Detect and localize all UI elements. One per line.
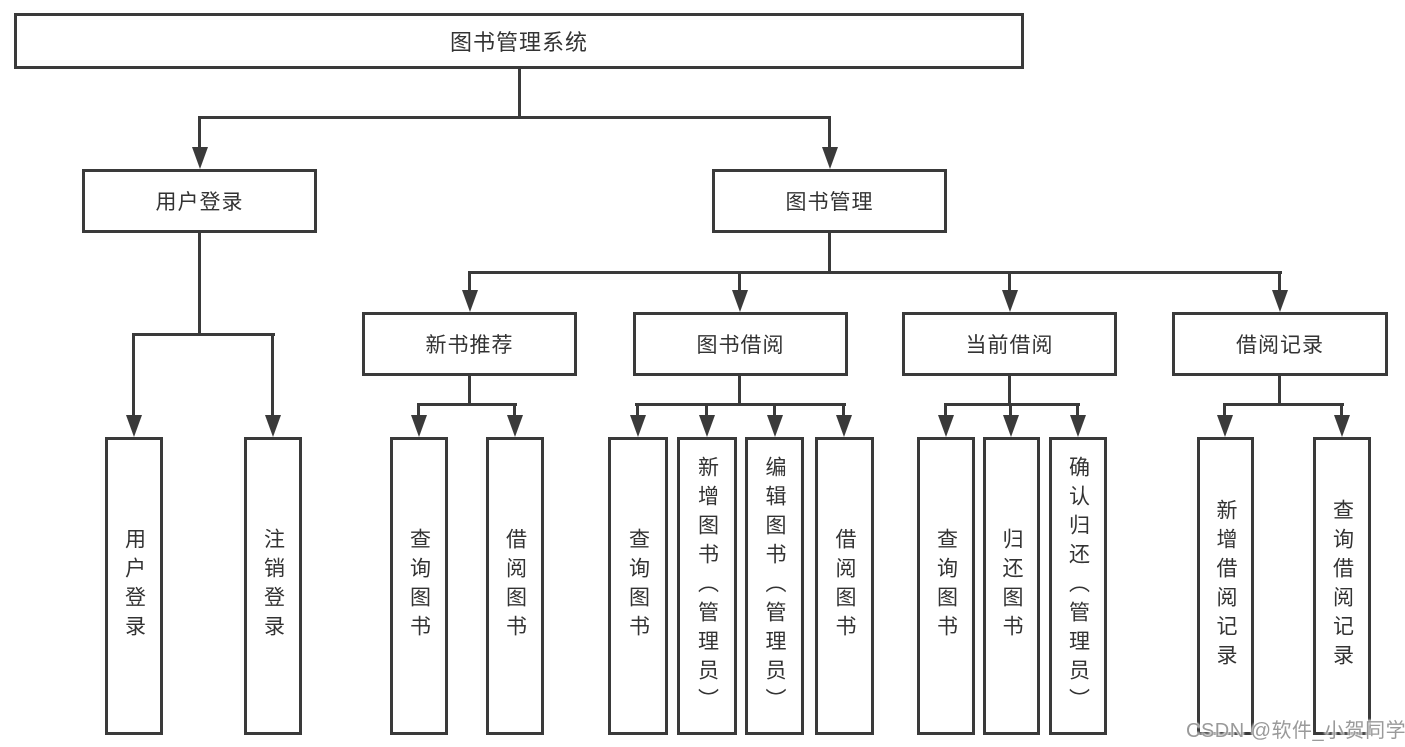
node-user-login: 用户登录 xyxy=(82,169,317,233)
leaf-add-borrow-record: 新增借阅记录 xyxy=(1197,437,1254,735)
node-label: 新书推荐 xyxy=(425,334,514,357)
connector-line xyxy=(1076,403,1079,420)
connector-line xyxy=(198,232,201,335)
leaf-label: 编辑图书（管理员） xyxy=(763,455,786,717)
leaf-label: 借阅图书 xyxy=(503,528,527,644)
leaf-edit-book-admin: 编辑图书（管理员） xyxy=(745,437,804,735)
node-book-borrowing: 图书借阅 xyxy=(633,312,848,376)
connector-line xyxy=(842,403,845,420)
arrowhead xyxy=(1217,415,1233,437)
leaf-query-borrow-record: 查询借阅记录 xyxy=(1313,437,1371,735)
leaf-label: 借阅图书 xyxy=(833,528,856,644)
leaf-add-book-admin: 新增图书（管理员） xyxy=(677,437,737,735)
connector-line xyxy=(1224,403,1344,406)
node-current-borrowing: 当前借阅 xyxy=(902,312,1117,376)
connector-line xyxy=(1008,271,1011,295)
leaf-query-books-2: 查询图书 xyxy=(608,437,668,735)
leaf-label: 确认归还（管理员） xyxy=(1066,455,1090,717)
arrowhead xyxy=(732,290,748,312)
watermark: CSDN @软件_小贺同学 xyxy=(1186,720,1405,742)
arrowhead xyxy=(767,415,783,437)
node-library-management-system: 图书管理系统 xyxy=(14,13,1024,69)
connector-line xyxy=(132,333,135,420)
connector-line xyxy=(635,403,846,406)
arrowhead xyxy=(1070,415,1086,437)
connector-line xyxy=(468,374,471,405)
connector-line xyxy=(1278,271,1281,295)
arrowhead xyxy=(938,415,954,437)
leaf-query-books-1: 查询图书 xyxy=(390,437,448,735)
connector-line xyxy=(944,403,947,420)
node-label: 当前借阅 xyxy=(965,334,1054,357)
leaf-return-books: 归还图书 xyxy=(983,437,1040,735)
connector-line xyxy=(513,403,516,420)
node-borrowing-records: 借阅记录 xyxy=(1172,312,1388,376)
arrowhead xyxy=(507,415,523,437)
arrowhead xyxy=(462,290,478,312)
leaf-label: 查询图书 xyxy=(934,528,958,644)
connector-line xyxy=(773,403,776,420)
arrowhead xyxy=(699,415,715,437)
node-label: 图书管理 xyxy=(785,191,874,214)
connector-line xyxy=(738,271,741,295)
connector-line xyxy=(198,116,201,152)
arrowhead xyxy=(411,415,427,437)
node-label: 图书借阅 xyxy=(696,334,785,357)
connector-line xyxy=(1223,403,1226,420)
connector-line xyxy=(705,403,708,420)
connector-line xyxy=(271,333,274,420)
node-book-management: 图书管理 xyxy=(712,169,947,233)
node-label: 借阅记录 xyxy=(1236,334,1324,357)
connector-line xyxy=(468,271,471,295)
leaf-label: 新增图书（管理员） xyxy=(695,455,719,717)
leaf-label: 新增借阅记录 xyxy=(1214,499,1237,673)
connector-line xyxy=(944,403,1080,406)
connector-line xyxy=(518,68,521,118)
leaf-label: 查询图书 xyxy=(626,528,650,644)
node-label: 图书管理系统 xyxy=(449,30,588,55)
connector-line xyxy=(636,403,639,420)
connector-line xyxy=(1008,374,1011,405)
leaf-label: 归还图书 xyxy=(1000,528,1023,644)
connector-line xyxy=(1340,403,1343,420)
arrowhead xyxy=(126,415,142,437)
arrowhead xyxy=(836,415,852,437)
connector-line xyxy=(828,232,831,273)
leaf-user-login: 用户登录 xyxy=(105,437,163,735)
node-label: 用户登录 xyxy=(155,191,244,214)
leaf-label: 注销登录 xyxy=(261,528,285,644)
connector-line xyxy=(738,374,741,405)
leaf-logout: 注销登录 xyxy=(244,437,302,735)
arrowhead xyxy=(1334,415,1350,437)
connector-line xyxy=(1009,403,1012,420)
connector-line xyxy=(132,333,275,336)
arrowhead xyxy=(630,415,646,437)
arrowhead xyxy=(1003,415,1019,437)
arrowhead xyxy=(822,147,838,169)
connector-line xyxy=(1278,374,1281,405)
node-new-book-recommendation: 新书推荐 xyxy=(362,312,577,376)
leaf-borrow-books-1: 借阅图书 xyxy=(486,437,544,735)
connector-line xyxy=(198,116,831,119)
connector-line xyxy=(828,116,831,152)
leaf-borrow-books-2: 借阅图书 xyxy=(815,437,874,735)
leaf-confirm-return-admin: 确认归还（管理员） xyxy=(1049,437,1107,735)
arrowhead xyxy=(265,415,281,437)
arrowhead xyxy=(1002,290,1018,312)
leaf-label: 查询图书 xyxy=(407,528,431,644)
connector-line xyxy=(468,271,1282,274)
arrowhead xyxy=(192,147,208,169)
leaf-label: 查询借阅记录 xyxy=(1330,499,1354,673)
leaf-query-books-3: 查询图书 xyxy=(917,437,975,735)
arrowhead xyxy=(1272,290,1288,312)
leaf-label: 用户登录 xyxy=(122,528,146,644)
connector-line xyxy=(417,403,517,406)
connector-line xyxy=(417,403,420,420)
